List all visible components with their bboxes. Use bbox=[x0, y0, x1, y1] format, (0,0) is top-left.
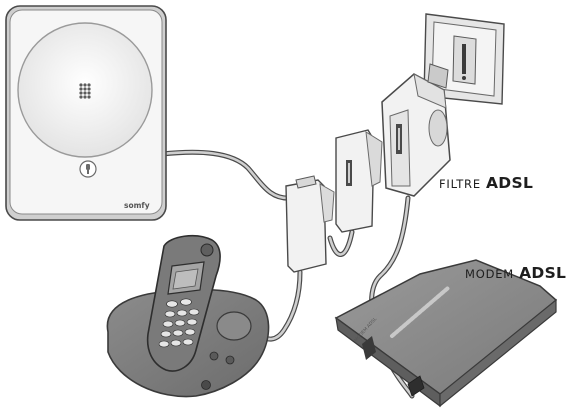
splitter-to-filter-cable bbox=[327, 229, 355, 257]
somfy-hub: somfy bbox=[5, 5, 167, 221]
filter-label-name: ADSL bbox=[486, 174, 534, 192]
adsl-modem-label: MODEM ADSL bbox=[465, 263, 566, 282]
hub-brand: somfy bbox=[124, 201, 150, 210]
phone-plug-adapter bbox=[285, 175, 335, 273]
adsl-modem: MODEM ADSL bbox=[334, 259, 558, 408]
key-button-icon bbox=[79, 160, 97, 178]
keypad-icon bbox=[79, 83, 91, 99]
modem-label-name: ADSL bbox=[519, 264, 567, 282]
phone-keypad-icon bbox=[158, 298, 200, 348]
modem-label-prefix: MODEM bbox=[465, 267, 515, 281]
cordless-phone bbox=[106, 234, 270, 398]
adsl-filter-label: FILTRE ADSL bbox=[439, 173, 533, 192]
hub-to-splitter-cable bbox=[159, 149, 295, 201]
adsl-filter bbox=[381, 63, 451, 197]
filter-label-prefix: FILTRE bbox=[439, 177, 481, 191]
splitter bbox=[335, 129, 383, 233]
